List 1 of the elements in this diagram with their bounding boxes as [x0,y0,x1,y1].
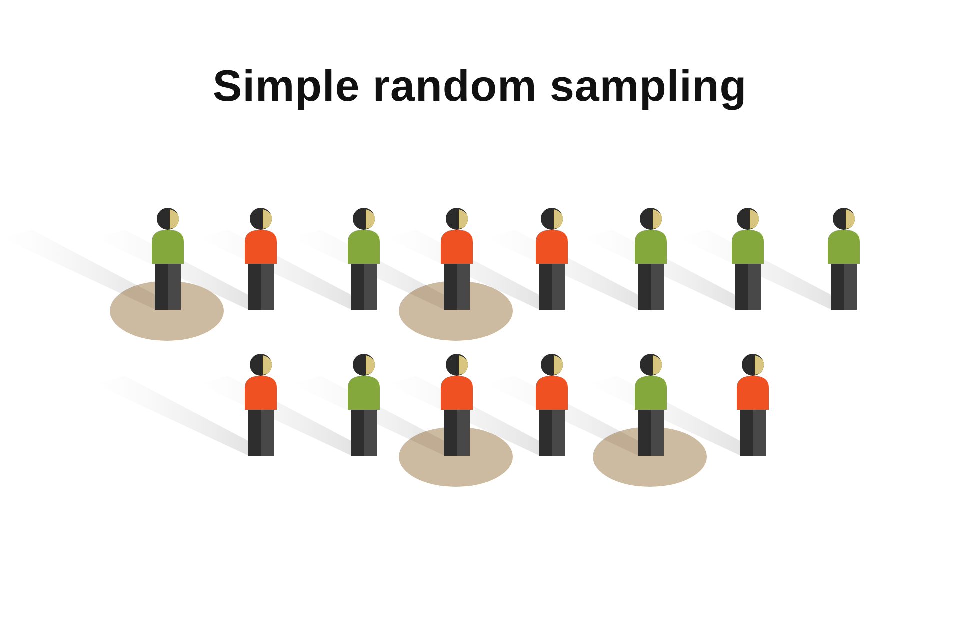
title: Simple random sampling [212,62,748,112]
